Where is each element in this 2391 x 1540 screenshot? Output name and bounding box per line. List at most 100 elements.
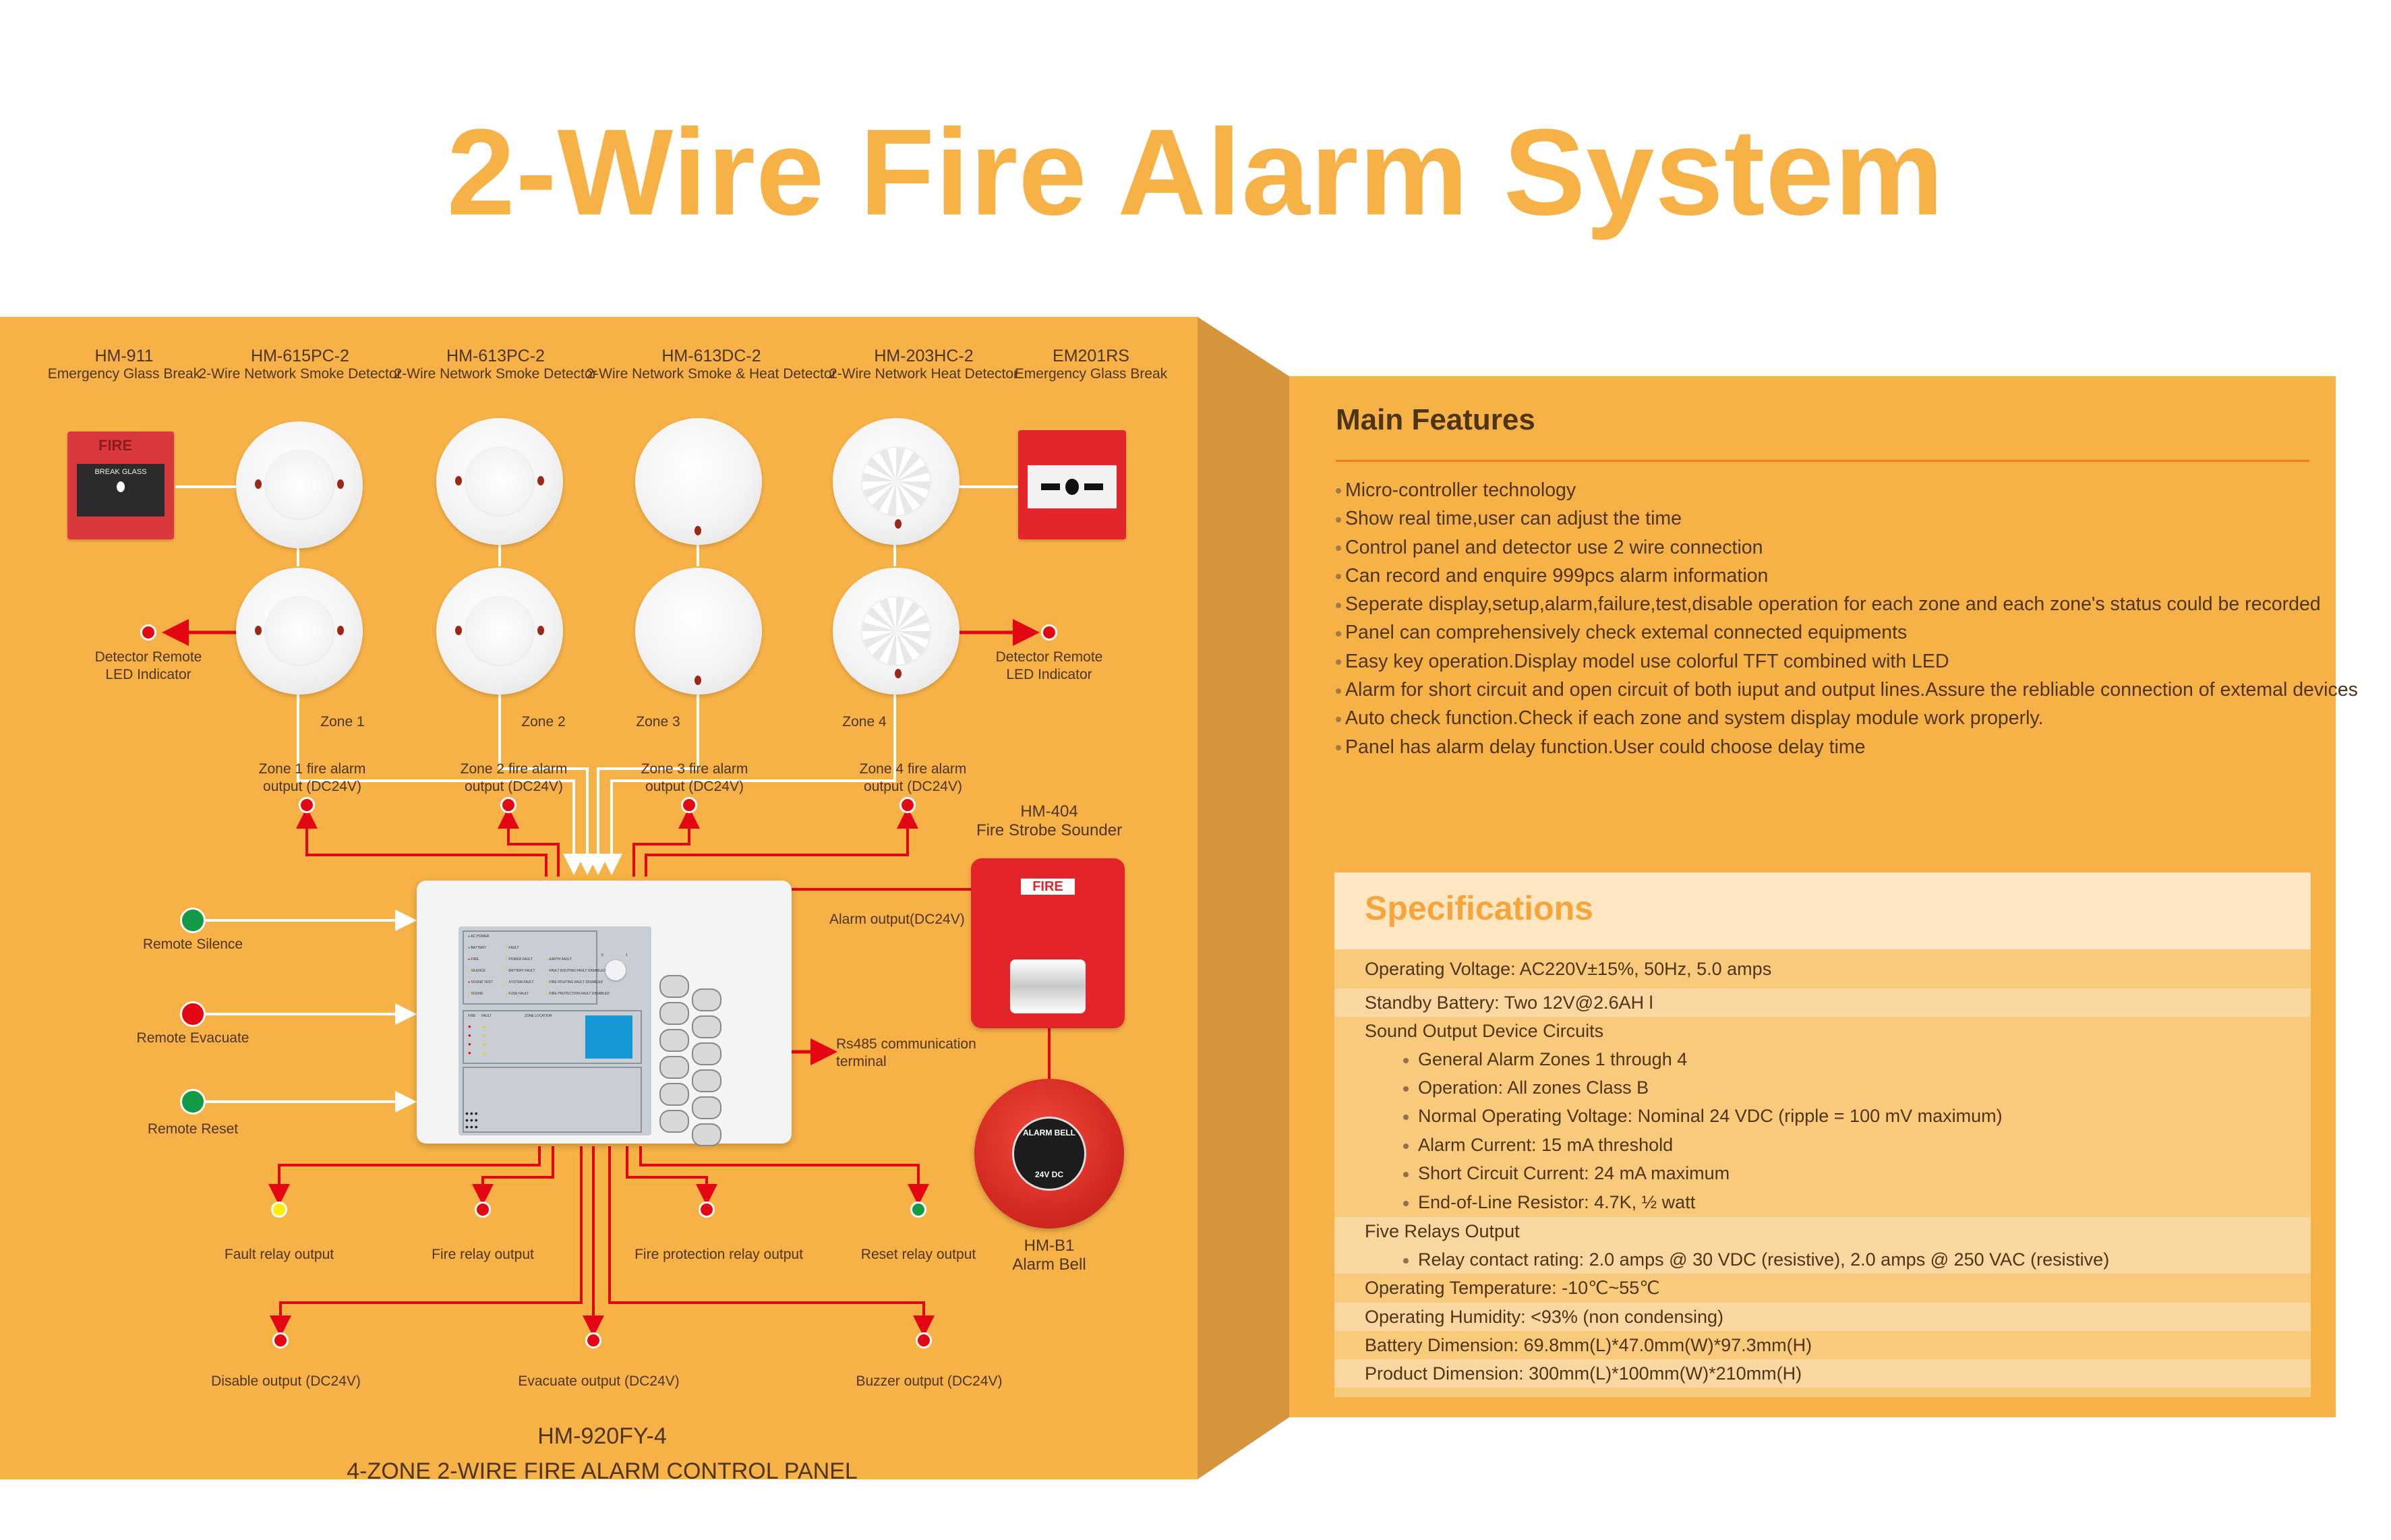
bullet-icon [1403,1086,1409,1092]
zone-output-wires [296,807,918,877]
remote-silence-label: Remote Silence [142,937,243,952]
disable-output-label: Disable output (DC24V) [211,1373,361,1389]
panel-button-test-ok[interactable] [659,1029,689,1052]
zone-output-label-2: Zone 2 fire alarm output (DC24V) [461,761,568,796]
spec-text: Short Circuit Current: 24 mA maximum [1418,1163,1730,1183]
panel-button-silence-buzzer[interactable] [659,1002,689,1025]
zone-label-1: Zone 1 [320,714,365,730]
panel-led-block: ● AC POWER ● BATTERY ● FIRE ● SILENCE ● … [463,930,610,1005]
sounder-badge: FIRE [1021,879,1075,895]
bullet-icon [1403,1200,1409,1206]
device-label-hm911: HM-911 Emergency Glass Break [48,347,200,383]
glass-break-window: BREAK GLASS [77,464,165,516]
panel-button-up[interactable] [692,1096,721,1119]
zone-header-fire: FIRE [468,1014,476,1018]
device-model: HM-613DC-2 [661,347,761,365]
disable-output-dot [272,1332,289,1349]
panel-button-delay[interactable] [659,1083,689,1106]
rs485-line1: Rs485 communication [836,1036,976,1052]
strobe-sounder-icon: FIRE [971,858,1125,1028]
device-model: HM-615PC-2 [251,347,349,365]
device-label-hm203hc2: HM-203HC-2 2-Wire Network Heat Detector [829,347,1018,383]
zone-2-wire [498,688,598,875]
panel-name: 4-ZONE 2-WIRE FIRE ALARM CONTROL PANEL [347,1458,858,1484]
panel-button-evacuate[interactable] [659,975,689,998]
specifications-title: Specifications [1365,889,1593,927]
smoke-heat-detector-icon [635,418,762,545]
panel-button-on-off[interactable] [659,1110,689,1133]
zone-output-line2: output (DC24V) [864,779,962,794]
spec-text: Operating Voltage: AC220V±15%, 50Hz, 5.0… [1365,959,1772,979]
device-desc: 2-Wire Network Smoke Detector [198,366,402,382]
device-model: EM201RS [1053,347,1129,365]
rs485-line2: terminal [836,1054,887,1069]
bullet-icon [1403,1257,1409,1264]
spec-row: End-of-Line Resistor: 4.7K, ½ watt [1334,1187,2311,1217]
panel-button-enable[interactable] [692,1069,721,1092]
buzzer-grille-icon: ••••••••• [465,1108,479,1132]
bullet-icon [1403,1114,1409,1120]
panel-model: HM-920FY-4 [537,1423,667,1449]
bullet-icon [1403,1057,1409,1063]
page-title: 2-Wire Fire Alarm System [446,103,1945,241]
device-desc: 2-Wire Network Smoke Detector [394,366,597,382]
zone-output-label-4: Zone 4 fire alarm output (DC24V) [860,761,967,796]
zone-output-line1: Zone 2 fire alarm [460,761,568,777]
fire-protection-relay-label: Fire protection relay output [634,1247,803,1262]
zone-output-label-1: Zone 1 fire alarm output (DC24V) [259,761,366,796]
key-switch[interactable] [606,960,626,980]
spec-row: Operating Temperature: -10℃~55℃ [1334,1274,2311,1303]
zone-output-line2: output (DC24V) [263,779,361,794]
feature-item: Easy key operation.Display model use col… [1336,647,2358,676]
dc-output-wires [270,1146,935,1337]
bell-ring-top: ALARM BELL [1023,1128,1075,1137]
main-features-list: Micro-controller technology Show real ti… [1336,476,2358,761]
zone-output-line1: Zone 3 fire alarm [641,761,748,777]
device-desc: 2-Wire Network Smoke & Heat Detector [586,366,837,382]
bell-name: Alarm Bell [1012,1255,1086,1274]
glass-break-icon: FIRE BREAK GLASS [67,432,174,539]
device-model: HM-203HC-2 [874,347,974,365]
zone-output-dot-2 [500,797,516,813]
call-point-icon [1018,430,1126,539]
remote-led-right-label: Detector Remote LED Indicator [996,649,1103,684]
fault-relay-dot [271,1202,287,1218]
zone-header-fault: FAULT [481,1014,492,1018]
smoke-detector-icon [436,418,563,545]
feature-item: Auto check function.Check if each zone a… [1336,704,2358,732]
spec-text: Operation: All zones Class B [1418,1077,1649,1098]
remote-reset-label: Remote Reset [147,1121,239,1137]
panel-button-reset[interactable] [692,1015,721,1038]
zone-output-line2: output (DC24V) [645,779,744,794]
remote-led-line1: Detector Remote [94,649,202,665]
zone-3-wire [587,688,699,875]
spec-row: Operation: All zones Class B [1334,1073,2311,1102]
strobe-lens [1010,959,1086,1013]
specifications-header [1334,872,2311,949]
device-label-hm613dc2: HM-613DC-2 2-Wire Network Smoke & Heat D… [586,347,836,383]
panel-button-silence-resound[interactable] [692,988,721,1011]
panel-button-disable[interactable] [659,1056,689,1079]
sounder-label: HM-404 Fire Strobe Sounder [976,802,1122,840]
zone-4-wire [601,688,896,875]
relay-output-wires [268,1146,929,1206]
rs485-label: Rs485 communication terminal [836,1036,976,1071]
spec-row: Relay contact rating: 2.0 amps @ 30 VDC … [1334,1245,2311,1274]
spec-text: Normal Operating Voltage: Nominal 24 VDC… [1418,1106,2003,1126]
zone-header-location: ZONE LOCATION [525,1014,552,1018]
buzzer-output-label: Buzzer output (DC24V) [856,1373,1003,1389]
remote-led-line2: LED Indicator [105,667,191,682]
spec-text: Standby Battery: Two 12V@2.6AH l [1365,993,1653,1013]
spec-text: End-of-Line Resistor: 4.7K, ½ watt [1418,1192,1696,1212]
panel-button-down[interactable] [692,1123,721,1146]
zone-output-dot-1 [299,797,315,813]
tft-display [585,1015,632,1059]
smoke-heat-detector-icon [635,568,762,694]
panel-button-test-display[interactable] [692,1042,721,1065]
spec-text: Sound Output Device Circuits [1365,1021,1604,1041]
zone-label-2: Zone 2 [521,714,566,730]
spec-row: Alarm Current: 15 mA threshold [1334,1131,2311,1159]
key-switch-on-label: 1 [626,953,628,957]
reset-relay-label: Reset relay output [860,1247,976,1262]
device-desc: 2-Wire Network Heat Detector [829,366,1019,382]
